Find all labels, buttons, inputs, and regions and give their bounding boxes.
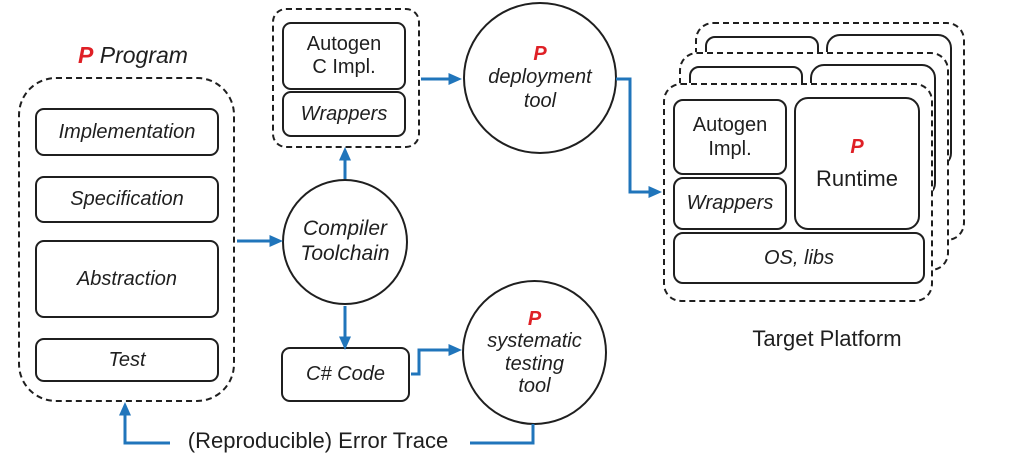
error-trace-label: (Reproducible) Error Trace [168,428,468,454]
csharp-code-label: C# Code [306,363,385,385]
autogen-c-impl-line1: Autogen [306,33,382,55]
target-os-libs-box: OS, libs [673,232,925,284]
compiler-toolchain-circle: Compiler Toolchain [282,179,408,305]
target-runtime-label: Runtime [816,166,898,191]
target-platform-caption-label: Target Platform [752,326,902,351]
error-trace-text: (Reproducible) Error Trace [187,428,449,453]
compiler-line1: Compiler [302,217,388,241]
deployment-line2: tool [523,89,557,112]
module-specification: Specification [35,176,219,223]
target-wrappers-box: Wrappers [673,177,787,230]
module-abstraction: Abstraction [35,240,219,318]
module-implementation-label: Implementation [58,120,196,143]
target-os-libs-label: OS, libs [763,246,835,269]
testing-p: P [527,307,542,330]
line-testing-to-errortrace [470,424,535,445]
testing-line2: testing [505,352,564,375]
module-abstraction-label: Abstraction [76,267,178,290]
target-platform-caption: Target Platform [697,326,957,352]
p-program-title: P Program [33,42,233,69]
compiler-line2: Toolchain [300,242,390,265]
p-program-title-rest: Program [99,42,188,68]
module-specification-label: Specification [70,188,184,210]
testing-line1: systematic [487,330,582,353]
csharp-code-box: C# Code [281,347,410,402]
module-implementation: Implementation [35,108,219,156]
arrow-errortrace-to-program [119,402,170,445]
wrappers-box: Wrappers [282,91,406,137]
p-program-title-p: P [78,42,94,68]
deployment-line1: deployment [488,66,592,89]
testing-tool-circle: P systematic testing tool [462,280,607,425]
target-platform-layer-front: Autogen Impl. Wrappers P Runtime OS, lib… [663,83,933,302]
autogen-c-impl-line2: C Impl. [312,56,376,78]
target-autogen-line1: Autogen [692,114,768,136]
testing-line3: tool [518,374,551,397]
module-test: Test [35,338,219,382]
autogen-c-impl-box: Autogen C Impl. [282,22,406,90]
deployment-p: P [533,42,547,65]
arrow-csharp-to-testing [411,344,462,376]
target-runtime-p: P [850,136,864,158]
wrappers-label: Wrappers [300,102,388,125]
target-runtime-box: P Runtime [794,97,920,230]
arrow-deployment-to-target [616,77,662,198]
target-wrappers-label: Wrappers [686,192,774,214]
target-autogen-impl-box: Autogen Impl. [673,99,787,175]
module-test-label: Test [108,348,146,371]
deployment-tool-circle: P deployment tool [463,2,617,154]
target-autogen-line2: Impl. [708,138,752,160]
